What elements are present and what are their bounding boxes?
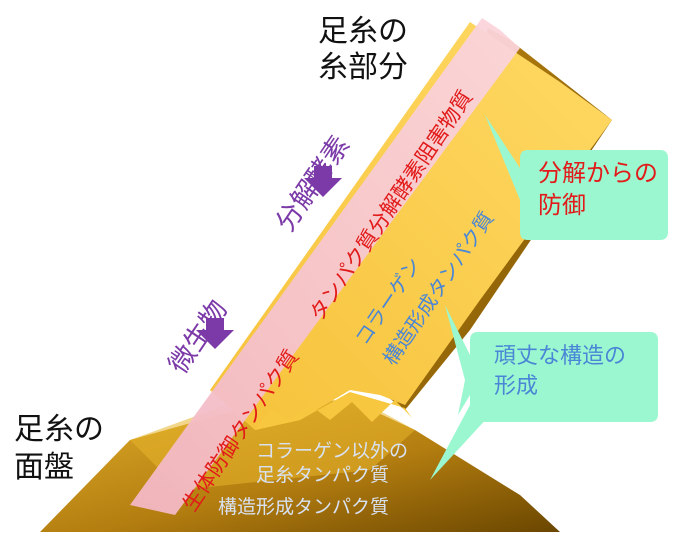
plaque-label-line1: 足糸の (14, 412, 104, 447)
protective-band (130, 18, 520, 515)
callout-defense-line2: 防御 (538, 191, 586, 219)
callout-structure-shape (445, 305, 658, 422)
non-collagen-label-line1: コラーゲン以外の (256, 440, 409, 462)
non-collagen-label-line2: 足糸タンパク質 (256, 464, 390, 486)
base-structural-protein-label: 構造形成タンパク質 (218, 496, 390, 518)
thread-label-line2: 糸部分 (318, 50, 408, 85)
thread-label-line1: 足糸の (318, 14, 408, 49)
enzyme-arrow (304, 166, 342, 197)
callout-defense-shape (485, 115, 668, 240)
callout-structure-line2: 形成 (494, 374, 539, 399)
callout-defense-line1: 分解からの (538, 159, 658, 187)
callout-structure-tail (430, 405, 490, 480)
thread-jagged-edge (255, 392, 412, 430)
plaque-label-line2: 面盤 (14, 450, 74, 485)
microbe-arrow (196, 318, 234, 349)
callout-structure-line1: 頑丈な構造の (494, 344, 627, 369)
